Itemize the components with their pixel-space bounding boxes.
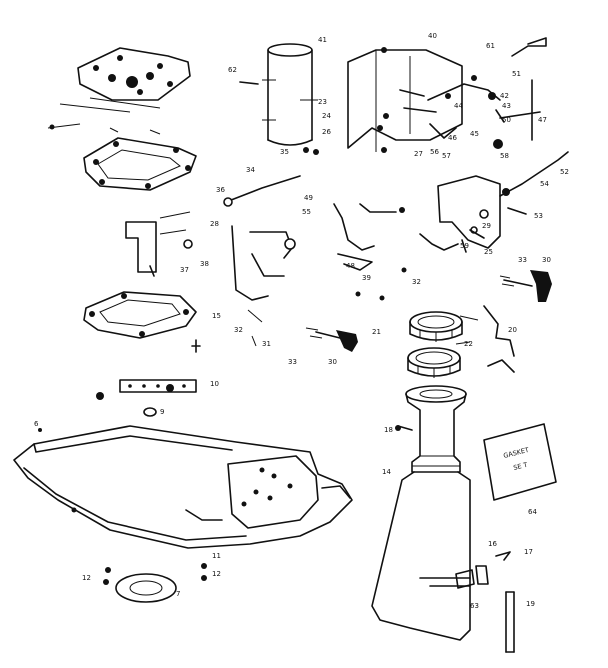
callout-33b: 33 (288, 358, 297, 366)
callout-55: 55 (302, 208, 311, 216)
callout-59: 59 (460, 242, 469, 250)
callout-24: 24 (322, 112, 331, 120)
reed-plate-gasket (83, 137, 197, 191)
bearing-upper (409, 311, 463, 342)
exhaust-housing (347, 47, 463, 153)
callout-27: 27 (414, 150, 423, 158)
callout-39: 39 (362, 274, 371, 282)
callout-16: 16 (488, 540, 497, 548)
callout-23: 23 (318, 98, 327, 106)
callout-19: 19 (526, 600, 535, 608)
callout-45: 45 (470, 130, 479, 138)
callout-20: 20 (508, 326, 517, 334)
callout-62: 62 (228, 66, 237, 74)
callout-17: 17 (524, 548, 533, 556)
callout-30a: 30 (542, 256, 551, 264)
callout-11: 11 (212, 552, 221, 560)
callout-63: 63 (470, 602, 479, 610)
callout-21: 21 (372, 328, 381, 336)
callout-34: 34 (246, 166, 255, 174)
callout-56: 56 (430, 148, 439, 156)
choke-linkage (223, 175, 301, 347)
gasket-card-line2: SE T (513, 461, 529, 472)
callout-29: 29 (482, 222, 491, 230)
screws-row (47, 97, 161, 135)
throttle-shaft (305, 327, 358, 352)
callout-49: 49 (304, 194, 313, 202)
callout-22: 22 (464, 340, 473, 348)
callout-31: 31 (262, 340, 271, 348)
control-knob-right (499, 270, 552, 302)
callout-18: 18 (384, 426, 393, 434)
intake-manifold-gasket (83, 291, 197, 339)
water-tube-parts (475, 551, 515, 653)
callout-35: 35 (280, 148, 289, 156)
bearing-lower (407, 347, 461, 378)
callout-38: 38 (200, 260, 209, 268)
part-callouts: 41 40 42 43 44 46 45 47 50 51 52 54 53 5… (34, 32, 569, 610)
callout-6: 6 (34, 420, 39, 428)
fuel-filter-cylinder (239, 43, 319, 155)
callout-9: 9 (160, 408, 164, 416)
gasket-set-card: GASKET SE T (483, 423, 557, 501)
callout-10: 10 (210, 380, 219, 388)
callout-32b: 32 (412, 278, 421, 286)
carburetor-linkage (333, 203, 407, 301)
callout-40: 40 (428, 32, 437, 40)
callout-52: 52 (560, 168, 569, 176)
callout-37: 37 (180, 266, 189, 274)
callout-12b: 12 (212, 570, 221, 578)
callout-47: 47 (538, 116, 547, 124)
callout-32a: 32 (234, 326, 243, 334)
bracket-plate (419, 151, 569, 253)
cam-lever-set (427, 37, 547, 149)
drain-gasket (103, 563, 207, 603)
callout-14: 14 (382, 468, 391, 476)
callout-51: 51 (512, 70, 521, 78)
drive-shaft-housing (371, 385, 475, 641)
callout-46: 46 (448, 134, 457, 142)
callout-25: 25 (484, 248, 493, 256)
callout-50: 50 (502, 116, 511, 124)
callout-28: 28 (210, 220, 219, 228)
callout-33a: 33 (518, 256, 527, 264)
spring-clip (455, 305, 515, 373)
callout-43: 43 (502, 102, 511, 110)
callout-53: 53 (534, 212, 543, 220)
callout-36: 36 (216, 186, 225, 194)
callout-42: 42 (500, 92, 509, 100)
callout-44: 44 (454, 102, 463, 110)
callout-57: 57 (442, 152, 451, 160)
top-cover-plate (77, 47, 191, 101)
callout-58: 58 (500, 152, 509, 160)
callout-7: 7 (176, 590, 180, 598)
callout-64: 64 (528, 508, 537, 516)
callout-15: 15 (212, 312, 221, 320)
callout-54: 54 (540, 180, 549, 188)
callout-41: 41 (318, 36, 327, 44)
small-parts-row (96, 339, 201, 417)
callout-12a: 12 (82, 574, 91, 582)
bottom-cowl-pan (13, 425, 353, 549)
callout-30b: 30 (328, 358, 337, 366)
callout-26: 26 (322, 128, 331, 136)
callout-61: 61 (486, 42, 495, 50)
reed-valve-assembly (125, 211, 193, 277)
callout-48: 48 (346, 262, 355, 270)
gasket-card-line1: GASKET (503, 446, 530, 460)
